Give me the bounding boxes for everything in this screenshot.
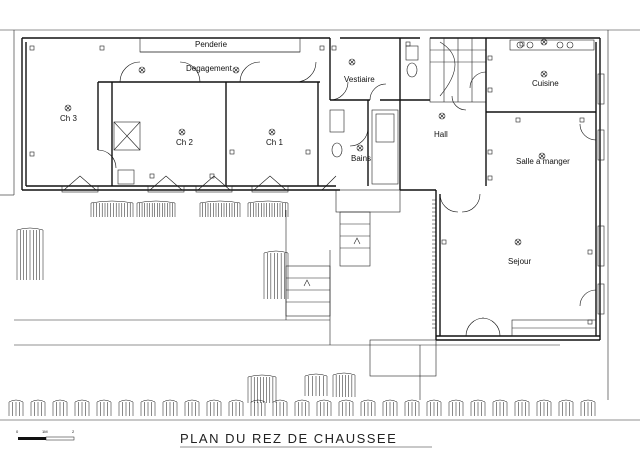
plan-title: PLAN DU REZ DE CHAUSSEE xyxy=(180,431,397,446)
scale-tick-0: 0 xyxy=(16,429,19,434)
exterior-walls xyxy=(21,37,601,341)
scale-tick-2: 2 xyxy=(72,429,75,434)
entry-stairs xyxy=(285,189,437,377)
room-label-ch2: Ch 2 xyxy=(176,138,193,147)
interior-walls xyxy=(97,37,597,337)
room-label-salle-a-manger: Salle a manger xyxy=(516,157,570,166)
light-fixtures xyxy=(64,38,548,246)
construction-lines xyxy=(0,29,640,421)
scale-bar: 0 1M 2 xyxy=(16,429,75,441)
room-label-penderie: Penderie xyxy=(195,40,228,49)
room-label-ch1: Ch 1 xyxy=(266,138,283,147)
hedge-hatching xyxy=(8,199,596,416)
room-label-bains: Bains xyxy=(351,154,371,163)
room-label-degagement: Degagement xyxy=(186,64,233,73)
room-label-sejour: Sejour xyxy=(508,257,531,266)
room-label-cuisine: Cuisine xyxy=(532,79,559,88)
room-labels: Penderie Degagement Vestiaire Cuisine Ch… xyxy=(60,40,570,266)
power-outlets xyxy=(29,41,593,325)
scale-tick-1m: 1M xyxy=(42,429,48,434)
room-label-hall: Hall xyxy=(434,130,448,139)
room-label-ch3: Ch 3 xyxy=(60,114,77,123)
door-swings xyxy=(97,61,597,337)
room-label-vestiaire: Vestiaire xyxy=(344,75,375,84)
